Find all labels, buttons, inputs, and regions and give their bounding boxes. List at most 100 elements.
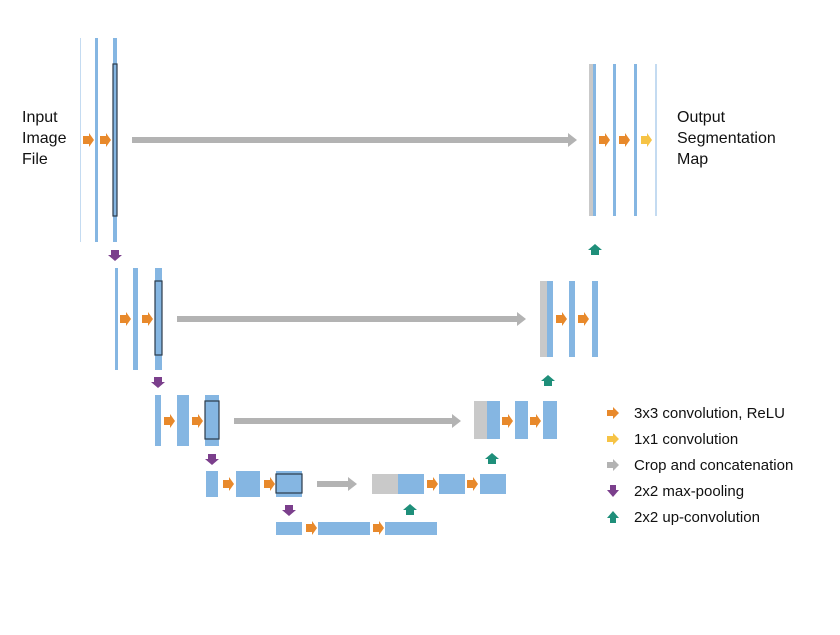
skip-connection-arrow — [234, 418, 453, 424]
conv3x3-arrow — [264, 477, 275, 491]
conv3x3-arrow — [530, 414, 541, 428]
legend-item: Crop and concatenation — [606, 452, 793, 478]
conv3x3-arrow-icon-shape — [607, 407, 619, 419]
conv3x3-arrow — [223, 477, 234, 491]
skip-connection-arrow-head — [452, 414, 461, 428]
max-pool-arrow — [108, 250, 122, 261]
conv3x3-arrow-icon — [606, 407, 620, 419]
crop-outline — [154, 280, 163, 356]
conv3x3-arrow — [100, 133, 111, 147]
feature-map — [115, 268, 118, 370]
input-label-line-1: Input — [22, 109, 58, 126]
feature-map — [205, 395, 219, 446]
crop-block — [589, 64, 593, 216]
output-label-line-1: Output — [677, 109, 726, 126]
skip-connection-arrow-head — [517, 312, 526, 326]
conv3x3-arrow — [578, 312, 589, 326]
crop-block — [540, 281, 547, 357]
crop-concat-arrow-icon-shape — [607, 459, 619, 471]
max-pool-arrow-icon — [606, 485, 620, 497]
conv3x3-arrow — [467, 477, 478, 491]
feature-map — [206, 471, 218, 497]
feature-map — [547, 281, 553, 357]
up-conv-arrow — [403, 504, 417, 515]
legend: 3x3 convolution, ReLU 1x1 convolution Cr… — [606, 400, 793, 530]
crop-block — [372, 474, 398, 494]
conv3x3-arrow — [502, 414, 513, 428]
feature-map — [592, 281, 598, 357]
feature-map — [236, 471, 260, 497]
skip-connection-arrow — [132, 137, 569, 143]
input-label-line-2: Image — [22, 130, 67, 147]
crop-block — [474, 401, 487, 439]
up-conv-arrow — [541, 375, 555, 386]
up-conv-arrow — [588, 244, 602, 255]
skip-connection-arrow — [317, 481, 349, 487]
conv1x1-arrow — [641, 133, 652, 147]
feature-map — [95, 38, 98, 242]
conv1x1-arrow-icon — [606, 433, 620, 445]
legend-item: 1x1 convolution — [606, 426, 793, 452]
conv1x1-arrow-icon-shape — [607, 433, 619, 445]
up-conv-arrow — [485, 453, 499, 464]
conv3x3-arrow — [306, 521, 317, 535]
skip-connection-arrow — [177, 316, 518, 322]
up-conv-arrow-icon-shape — [607, 511, 619, 523]
legend-item: 2x2 max-pooling — [606, 478, 793, 504]
feature-map — [155, 395, 161, 446]
legend-label: 3x3 convolution, ReLU — [634, 404, 785, 422]
conv3x3-arrow — [427, 477, 438, 491]
feature-map — [276, 522, 302, 535]
skip-connection-arrow-head — [568, 133, 577, 147]
input-image — [80, 38, 81, 242]
legend-item: 2x2 up-convolution — [606, 504, 793, 530]
conv3x3-arrow — [599, 133, 610, 147]
feature-map — [515, 401, 528, 439]
feature-map — [439, 474, 465, 494]
feature-map — [318, 522, 370, 535]
max-pool-arrow — [151, 377, 165, 388]
feature-map — [593, 64, 596, 216]
conv3x3-arrow — [619, 133, 630, 147]
feature-map — [155, 268, 162, 370]
feature-map — [613, 64, 616, 216]
max-pool-arrow-icon-shape — [607, 485, 619, 497]
conv3x3-arrow — [120, 312, 131, 326]
legend-item: 3x3 convolution, ReLU — [606, 400, 793, 426]
feature-map — [398, 474, 424, 494]
feature-map — [133, 268, 138, 370]
output-label-line-2: Segmentation — [677, 130, 776, 147]
skip-connection-arrow-head — [348, 477, 357, 491]
conv3x3-arrow — [192, 414, 203, 428]
legend-label: 2x2 max-pooling — [634, 482, 745, 500]
legend-label: 2x2 up-convolution — [634, 508, 760, 526]
feature-map — [487, 401, 500, 439]
crop-concat-arrow-icon — [606, 459, 620, 471]
conv3x3-arrow — [83, 133, 94, 147]
max-pool-arrow — [282, 505, 296, 516]
feature-map — [634, 64, 637, 216]
output-segmentation-map — [655, 64, 657, 216]
conv3x3-arrow — [373, 521, 384, 535]
feature-map — [569, 281, 575, 357]
conv3x3-arrow — [556, 312, 567, 326]
feature-map — [480, 474, 506, 494]
feature-map — [385, 522, 437, 535]
output-label-line-3: Map — [677, 151, 709, 168]
feature-map — [177, 395, 189, 446]
legend-label: 1x1 convolution — [634, 430, 739, 448]
crop-outline — [112, 63, 118, 217]
conv3x3-arrow — [164, 414, 175, 428]
output-label: Output Segmentation Map — [677, 107, 776, 170]
feature-map — [113, 38, 117, 242]
crop-outline — [275, 473, 303, 494]
input-label: Input Image File — [22, 107, 66, 170]
conv3x3-arrow — [142, 312, 153, 326]
crop-outline — [204, 400, 220, 440]
input-label-line-3: File — [22, 151, 48, 168]
max-pool-arrow — [205, 454, 219, 465]
feature-map — [543, 401, 557, 439]
legend-label: Crop and concatenation — [634, 456, 794, 474]
up-conv-arrow-icon — [606, 511, 620, 523]
